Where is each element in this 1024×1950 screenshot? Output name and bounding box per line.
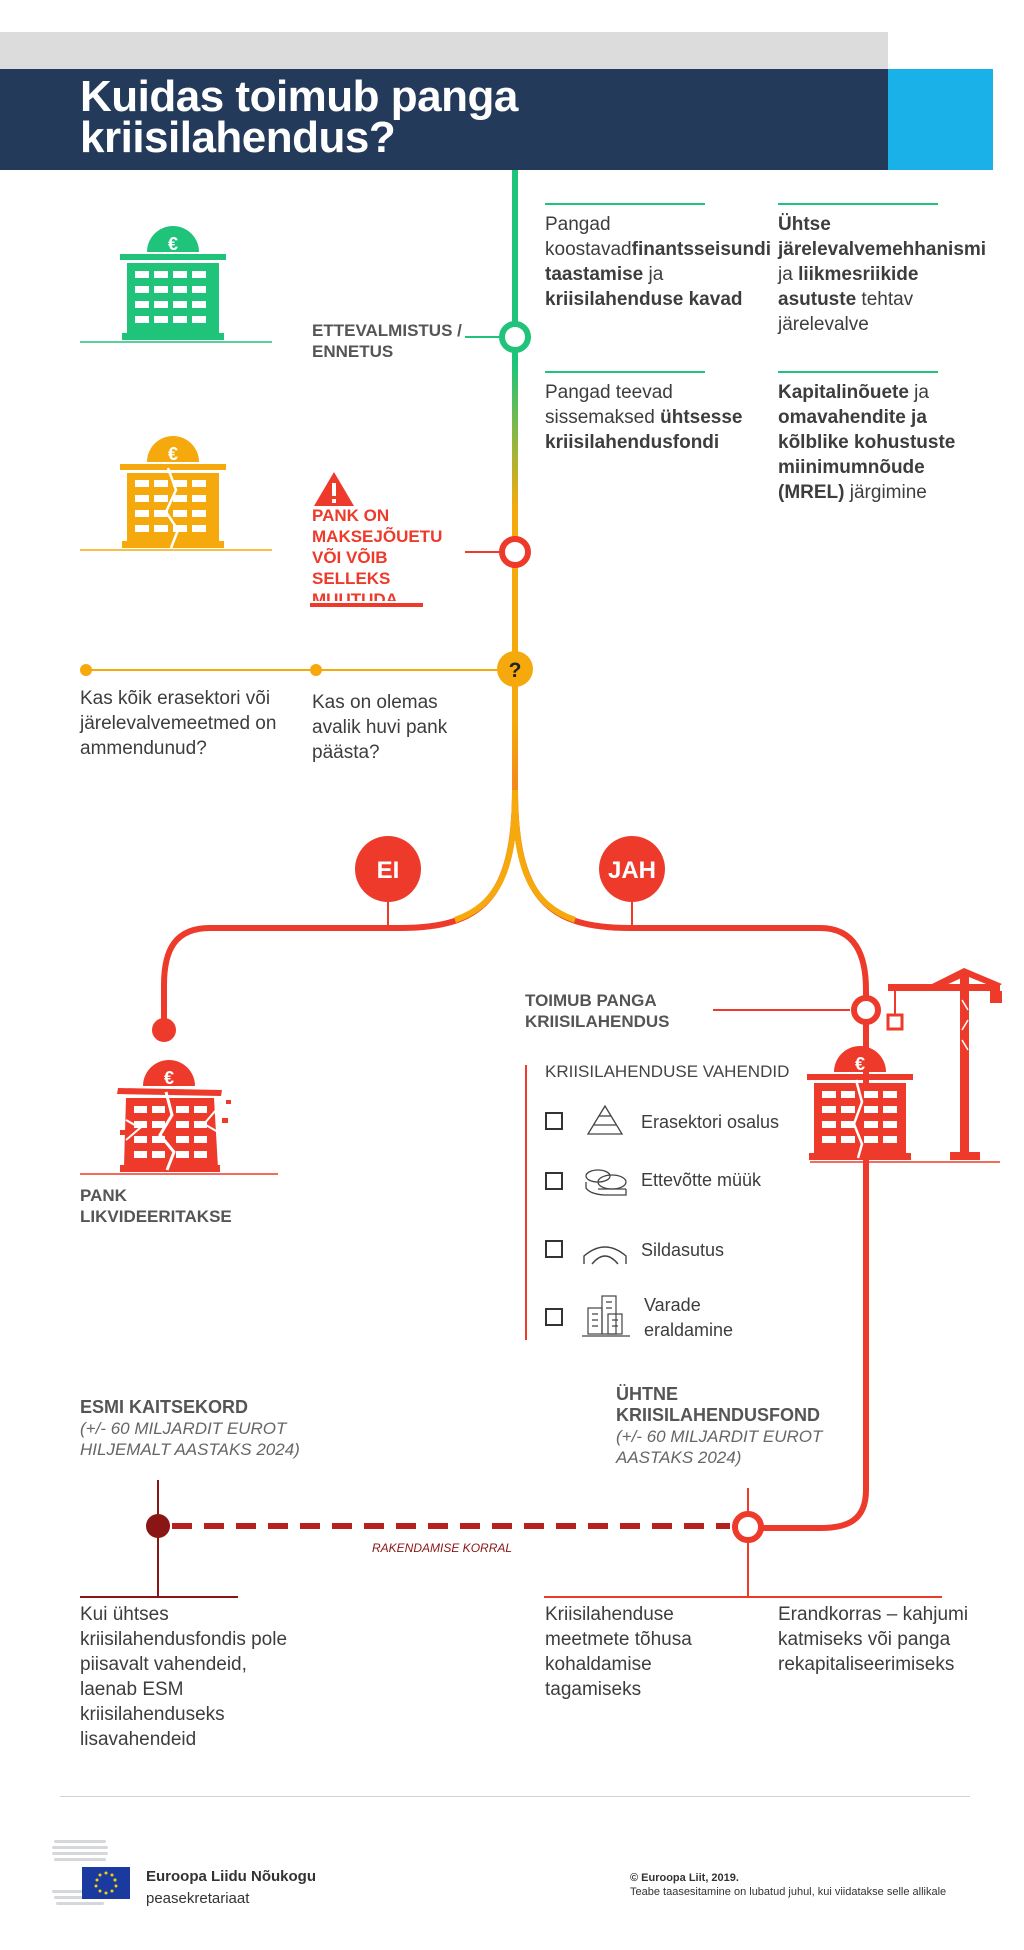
- tool-checkbox-1[interactable]: [545, 1112, 563, 1130]
- prep-label: ETTEVALMISTUS / ENNETUS: [312, 321, 462, 361]
- reuse-notice: Teabe taasesitamine on lubatud juhul, ku…: [630, 1886, 947, 1898]
- srf-title: ÜHTNE KRIISILAHENDUSFOND (+/- 60 MILJARD…: [616, 1384, 823, 1467]
- prep-text-supervision: Ühtse järelevalvemehhanismi ja liikmesri…: [778, 214, 987, 335]
- svg-text:€: €: [168, 444, 178, 464]
- yes-badge: [599, 836, 665, 902]
- question-node: [497, 651, 533, 687]
- esm-description: Kui ühtses kriisilahendusfondis pole pii…: [80, 1604, 288, 1750]
- question-1: Kas kõik erasektori või järelevalvemeetm…: [80, 688, 277, 759]
- resolution-label: TOIMUB PANGA KRIISILAHENDUS: [525, 991, 670, 1031]
- tool-checkbox-4[interactable]: [545, 1308, 563, 1326]
- header-banner: [0, 69, 888, 170]
- question-dot-2: [310, 664, 322, 676]
- page-title: Kuidas toimub panga kriisilahendus?: [80, 72, 840, 162]
- question-symbol: ?: [509, 659, 522, 682]
- esm-node: [146, 1514, 170, 1538]
- title-line-2: kriisilahendus?: [80, 113, 396, 162]
- healthy-bank-icon: €: [80, 226, 272, 343]
- question-dot-1: [80, 664, 92, 676]
- prep-text-plans: Pangad koostavadfinantsseisundi taastami…: [545, 214, 771, 310]
- tool-label-3: Sildasutus: [641, 1240, 725, 1260]
- top-grey-band: [0, 32, 888, 70]
- failing-label: PANK ON MAKSEJÕUETU VÕI VÕIB SELLEKS MUU…: [312, 506, 443, 601]
- copyright: © Euroopa Liit, 2019.: [630, 1872, 739, 1884]
- failing-node: [499, 536, 531, 568]
- no-branch-line: [161, 789, 518, 1025]
- yes-branch-fade: [512, 789, 576, 923]
- prep-node: [499, 321, 531, 353]
- yes-badge-label: JAH: [608, 857, 656, 884]
- tool-checkbox-2[interactable]: [545, 1172, 563, 1190]
- tools-title: KRIISILAHENDUSE VAHENDID: [545, 1062, 790, 1081]
- prep-text-contributions: Pangad teevad sissemaksed ühtsesse kriis…: [545, 382, 743, 453]
- tool-label-2: Ettevõtte müük: [641, 1170, 762, 1190]
- dashed-label: RAKENDAMISE KORRAL: [372, 1541, 512, 1555]
- pyramid-icon: [586, 1104, 624, 1135]
- svg-text:€: €: [164, 1068, 174, 1088]
- resolution-node: [851, 995, 881, 1025]
- liquidation-node: [152, 1018, 176, 1042]
- question-2: Kas on olemas avalik huvi pank päästa?: [312, 692, 448, 763]
- org-name: Euroopa Liidu Nõukogu: [146, 1868, 316, 1885]
- tool-label-4: Varade eraldamine: [644, 1295, 734, 1340]
- svg-text:€: €: [855, 1054, 865, 1074]
- org-subtitle: peasekretariaat: [146, 1890, 250, 1907]
- liquidation-label: PANK LIKVIDEERITAKSE: [80, 1186, 232, 1226]
- header-accent: [888, 69, 993, 170]
- tool-label-1: Erasektori osalus: [641, 1112, 780, 1132]
- failing-bank-icon: €: [80, 436, 272, 551]
- svg-text:€: €: [168, 234, 178, 254]
- no-badge-label: EI: [377, 857, 400, 884]
- buildings-icon: [582, 1295, 630, 1337]
- srf-description-2: Erandkorras – kahjumi katmiseks või pang…: [778, 1604, 969, 1675]
- tool-checkbox-3[interactable]: [545, 1240, 563, 1258]
- crane-icon: [886, 968, 1002, 1160]
- title-line-1: Kuidas toimub panga: [80, 72, 518, 121]
- council-logo-icon: [52, 1840, 130, 1905]
- coins-icon: [585, 1169, 627, 1196]
- srf-node: [732, 1511, 764, 1543]
- resolved-bank-icon: €: [807, 1046, 1000, 1163]
- esm-title: ESMI KAITSEKORD (+/- 60 MILJARDIT EUROT …: [80, 1397, 300, 1459]
- prep-text-mrel: Kapitalinõuete ja omavahendite ja kõlbli…: [778, 382, 956, 503]
- warning-icon: [314, 472, 354, 506]
- no-badge: [355, 836, 421, 902]
- liquidated-bank-icon: €: [80, 1060, 278, 1175]
- bridge-icon: [583, 1246, 627, 1265]
- srf-description-1: Kriisilahenduse meetmete tõhusa kohaldam…: [545, 1604, 692, 1700]
- footer-divider: [60, 1796, 970, 1797]
